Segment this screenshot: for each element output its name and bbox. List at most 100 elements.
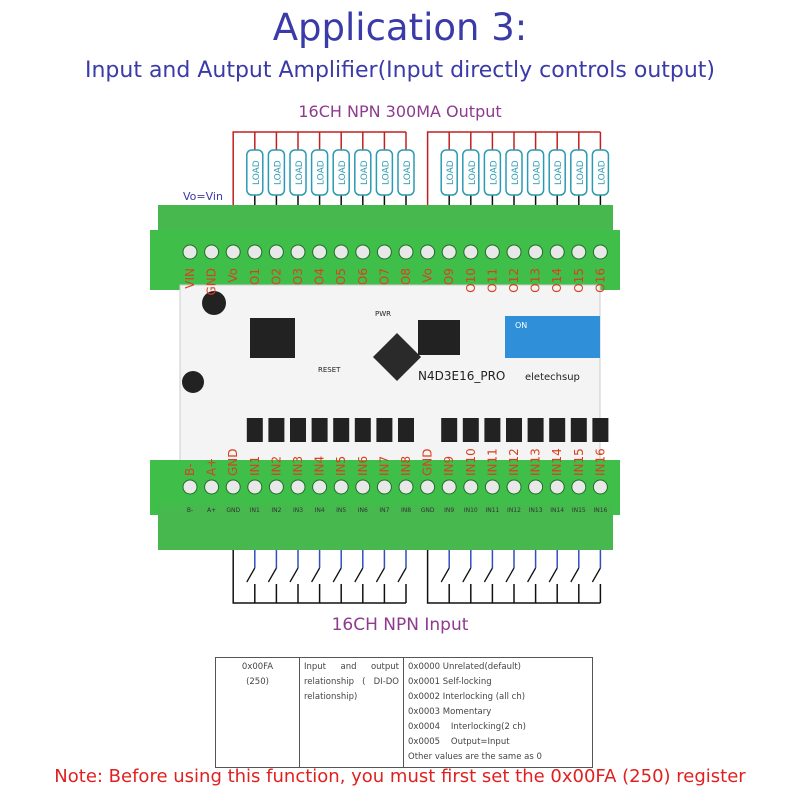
silk-label: GND [226,507,240,514]
terminal-screw[interactable] [398,244,414,260]
input-switch[interactable] [462,567,472,583]
bottom-terminal-label: IN1 [248,456,262,476]
input-switch[interactable] [246,567,256,583]
bottom-terminal-label: IN12 [507,448,521,476]
terminal-screw[interactable] [484,244,500,260]
optocoupler [268,418,285,442]
bottom-terminal-label: IN13 [529,448,543,476]
terminal-screw[interactable] [592,479,608,495]
bottom-terminal-label: IN11 [485,448,499,476]
silk-label: IN16 [593,507,607,514]
terminal-screw[interactable] [312,479,328,495]
top-terminal-label: O2 [269,268,283,285]
register-value: 0x0004 Interlocking(2 ch) [408,722,526,732]
terminal-screw[interactable] [592,244,608,260]
input-switch[interactable] [311,567,321,583]
register-description: Input and output relationship ( DI-DO re… [299,657,404,768]
silk-label: B- [187,507,193,514]
input-switch[interactable] [397,567,407,583]
capacitor [202,291,226,315]
terminal-screw[interactable] [571,244,587,260]
input-switch[interactable] [483,567,493,583]
terminal-screw[interactable] [484,479,500,495]
bottom-terminal-label: IN9 [442,456,456,476]
terminal-screw[interactable] [441,479,457,495]
terminal-screw[interactable] [333,479,349,495]
top-terminal-label: O4 [313,268,327,285]
terminal-screw[interactable] [376,244,392,260]
terminal-screw[interactable] [182,244,198,260]
terminal-screw[interactable] [182,479,198,495]
load-box [591,149,610,196]
terminal-screw[interactable] [398,479,414,495]
vo-vin-note: Vo=Vin [183,190,223,203]
input-switch[interactable] [505,567,515,583]
optocoupler [484,418,501,442]
load-box [505,149,523,196]
terminal-screw[interactable] [441,244,457,260]
load-label: LOAD [511,160,521,185]
terminal-screw[interactable] [420,244,436,260]
input-switch[interactable] [548,567,558,583]
input-switch[interactable] [440,567,450,583]
register-value: Other values are the same as 0 [408,752,542,762]
mcu-chip [372,332,422,382]
terminal-screw[interactable] [528,479,544,495]
register-table: 0x00FA(250) Input and output relationshi… [215,657,593,768]
terminal-screw[interactable] [463,479,479,495]
input-switch[interactable] [332,567,342,583]
terminal-screw[interactable] [247,244,263,260]
top-terminal-label: O12 [507,268,521,293]
input-switch[interactable] [527,567,537,583]
top-terminal-label: Vo [421,268,435,283]
input-switch[interactable] [375,567,385,583]
terminal-screw[interactable] [225,244,241,260]
register-value: 0x0001 Self-locking [408,677,492,687]
optocoupler [333,418,350,442]
terminal-screw[interactable] [204,479,220,495]
chip [250,318,295,358]
input-switch[interactable] [570,567,580,583]
dip-switch[interactable] [505,316,600,358]
terminal-screw[interactable] [290,244,306,260]
load-box [246,149,264,196]
register-value: 0x0003 Momentary [408,707,492,717]
terminal-screw[interactable] [506,244,522,260]
terminal-screw[interactable] [247,479,263,495]
load-label: LOAD [317,160,327,185]
terminal-screw[interactable] [571,479,587,495]
terminal-screw[interactable] [549,244,565,260]
terminal-screw[interactable] [268,479,284,495]
optocoupler [376,418,393,442]
input-switch[interactable] [591,567,601,583]
terminal-screw[interactable] [355,479,371,495]
optocoupler [246,418,263,442]
input-switch[interactable] [354,567,364,583]
terminal-screw[interactable] [290,479,306,495]
terminal-screw[interactable] [225,479,241,495]
bottom-terminal-label: IN16 [593,448,607,476]
input-switch[interactable] [289,567,299,583]
optocoupler [506,418,522,442]
terminal-screw[interactable] [506,479,522,495]
terminal-screw[interactable] [528,244,544,260]
input-switch[interactable] [267,567,277,583]
silk-label: A+ [207,507,216,514]
load-label: LOAD [533,160,543,185]
terminal-screw[interactable] [463,244,479,260]
terminal-screw[interactable] [355,244,371,260]
load-box [526,149,545,196]
terminal-screw[interactable] [204,244,220,260]
terminal-screw[interactable] [549,479,565,495]
load-box [483,149,502,196]
silk-label: IN3 [293,507,303,514]
terminal-screw[interactable] [333,244,349,260]
optocoupler [570,418,587,442]
register-value: 0x0005 Output=Input [408,737,510,747]
terminal-screw[interactable] [268,244,284,260]
terminal-screw[interactable] [312,244,328,260]
terminal-screw[interactable] [376,479,392,495]
bottom-terminal-label: IN7 [377,456,391,476]
terminal-screw[interactable] [420,479,436,495]
